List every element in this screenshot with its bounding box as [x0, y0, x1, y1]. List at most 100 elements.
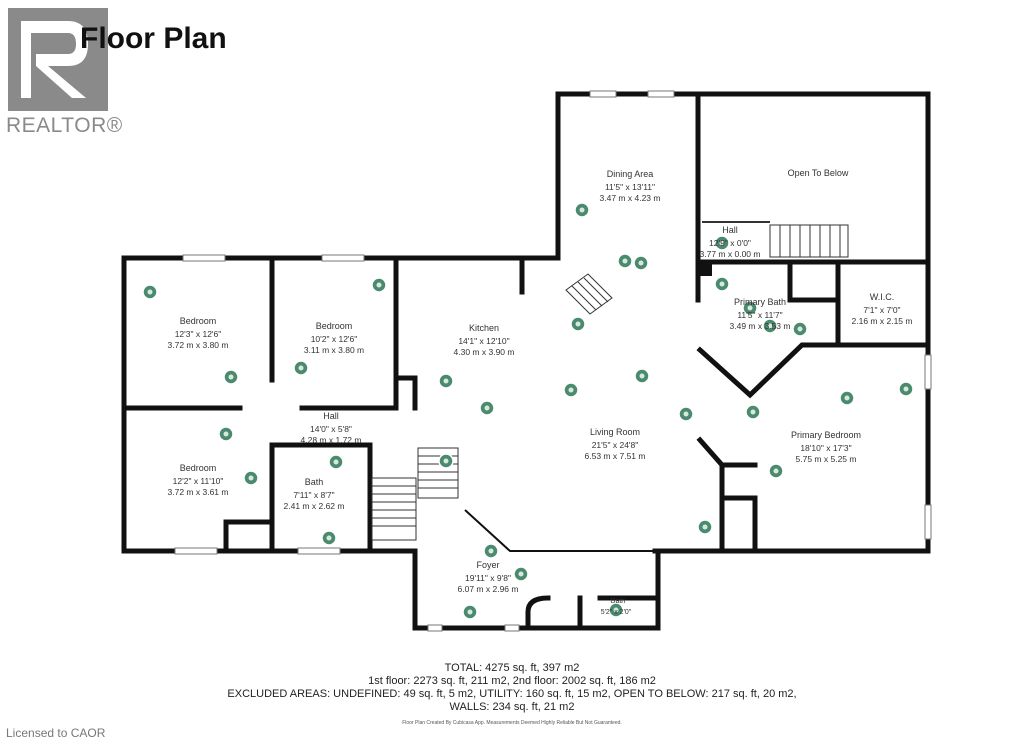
camera-lens-icon	[443, 378, 449, 384]
camera-lens-icon	[797, 326, 803, 332]
camera-lens-icon	[568, 387, 574, 393]
svg-text:Primary Bath: Primary Bath	[734, 297, 786, 307]
room-label-wic: W.I.C. 7'1" x 7'0"2.16 m x 2.15 m	[852, 292, 913, 326]
svg-text:4.28 m x 1.72 m: 4.28 m x 1.72 m	[301, 435, 362, 445]
svg-text:10'2" x 12'6": 10'2" x 12'6"	[311, 334, 358, 344]
svg-text:11'5" x 11'7": 11'5" x 11'7"	[737, 310, 782, 320]
svg-text:18'10" x 17'3": 18'10" x 17'3"	[800, 443, 851, 453]
svg-text:Dining Area: Dining Area	[607, 169, 654, 179]
room-label-bedroom-1: Bedroom 12'3" x 12'6"3.72 m x 3.80 m	[168, 316, 229, 350]
svg-text:14'0" x 5'8": 14'0" x 5'8"	[310, 424, 352, 434]
svg-text:Bedroom: Bedroom	[316, 321, 353, 331]
camera-lens-icon	[467, 609, 473, 615]
camera-lens-icon	[376, 282, 382, 288]
wall-area: WALLS: 234 sq. ft, 21 m2	[449, 701, 575, 713]
room-label-hall: Hall 14'0" x 5'8"4.28 m x 1.72 m	[301, 411, 362, 445]
svg-text:6.53 m x 7.51 m: 6.53 m x 7.51 m	[585, 451, 646, 461]
total-area: TOTAL: 4275 sq. ft, 397 m2	[444, 662, 580, 674]
floor-plan-credit: Floor Plan Created By Cubicasa App. Meas…	[402, 720, 622, 726]
svg-text:Living Room: Living Room	[590, 427, 640, 437]
svg-text:6.07 m x 2.96 m: 6.07 m x 2.96 m	[458, 584, 519, 594]
room-label-open-to-below: Open To Below	[788, 168, 849, 178]
camera-lens-icon	[443, 458, 449, 464]
camera-lens-icon	[613, 607, 619, 613]
camera-lens-icon	[719, 240, 725, 246]
svg-text:21'5" x 24'8": 21'5" x 24'8"	[592, 440, 639, 450]
camera-lens-icon	[575, 321, 581, 327]
svg-text:W.I.C.: W.I.C.	[870, 292, 895, 302]
stairs	[371, 221, 849, 541]
page-title: Floor Plan	[80, 22, 227, 55]
camera-lens-icon	[683, 411, 689, 417]
svg-text:3.77 m x 0.00 m: 3.77 m x 0.00 m	[700, 249, 761, 259]
svg-text:2.41 m x 2.62 m: 2.41 m x 2.62 m	[284, 501, 345, 511]
svg-text:11'5" x 13'11": 11'5" x 13'11"	[605, 182, 655, 192]
camera-lens-icon	[484, 405, 490, 411]
camera-lens-icon	[719, 281, 725, 287]
room-label-living-room: Living Room 21'5" x 24'8"6.53 m x 7.51 m	[585, 427, 646, 461]
room-label-foyer: Foyer 19'11" x 9'8"6.07 m x 2.96 m	[458, 560, 519, 594]
svg-text:3.11 m x 3.80 m: 3.11 m x 3.80 m	[304, 345, 364, 355]
camera-lens-icon	[326, 535, 332, 541]
svg-text:Primary Bedroom: Primary Bedroom	[791, 430, 861, 440]
room-label-kitchen: Kitchen 14'1" x 12'10"4.30 m x 3.90 m	[454, 323, 515, 357]
excluded-areas: EXCLUDED AREAS: UNDEFINED: 49 sq. ft, 5 …	[227, 688, 797, 700]
svg-text:3.72 m x 3.61 m: 3.72 m x 3.61 m	[168, 487, 229, 497]
camera-lens-icon	[767, 323, 773, 329]
camera-lens-icon	[773, 468, 779, 474]
camera-lens-icon	[333, 459, 339, 465]
camera-lens-icon	[747, 305, 753, 311]
svg-text:Bedroom: Bedroom	[180, 463, 217, 473]
svg-text:Bath: Bath	[611, 598, 626, 605]
room-label-primary-bath: Primary Bath 11'5" x 11'7"3.49 m x 3.53 m	[730, 297, 791, 331]
room-label-primary-bedroom: Primary Bedroom 18'10" x 17'3"5.75 m x 5.…	[791, 430, 861, 464]
svg-text:3.47 m x 4.23 m: 3.47 m x 4.23 m	[600, 193, 661, 203]
svg-text:4.30 m x 3.90 m: 4.30 m x 3.90 m	[454, 347, 515, 357]
svg-text:12'2" x 11'10": 12'2" x 11'10"	[173, 476, 224, 486]
room-label-dining: Dining Area 11'5" x 13'11"3.47 m x 4.23 m	[600, 169, 661, 203]
camera-lens-icon	[844, 395, 850, 401]
camera-lens-icon	[248, 475, 254, 481]
room-name: Bedroom	[180, 316, 217, 326]
svg-text:5.75 m x 5.25 m: 5.75 m x 5.25 m	[796, 454, 857, 464]
svg-text:7'11" x 8'7": 7'11" x 8'7"	[293, 490, 334, 500]
windows	[174, 90, 932, 632]
camera-lens-icon	[639, 373, 645, 379]
camera-lens-icon	[147, 289, 153, 295]
svg-text:3.72 m x 3.80 m: 3.72 m x 3.80 m	[168, 340, 229, 350]
svg-text:Kitchen: Kitchen	[469, 323, 499, 333]
svg-text:5'2" x 2'0": 5'2" x 2'0"	[601, 609, 632, 616]
floor-areas: 1st floor: 2273 sq. ft, 211 m2, 2nd floo…	[368, 675, 656, 687]
svg-text:2.16 m x 2.15 m: 2.16 m x 2.15 m	[852, 316, 913, 326]
svg-text:19'11" x 9'8": 19'11" x 9'8"	[465, 573, 511, 583]
camera-markers	[142, 202, 914, 620]
camera-lens-icon	[518, 571, 524, 577]
room-label-bedroom-2: Bedroom 10'2" x 12'6"3.11 m x 3.80 m	[304, 321, 364, 355]
svg-text:14'1" x 12'10": 14'1" x 12'10"	[458, 336, 509, 346]
camera-lens-icon	[579, 207, 585, 213]
room-label-bath: Bath 7'11" x 8'7"2.41 m x 2.62 m	[284, 477, 345, 511]
camera-lens-icon	[903, 386, 909, 392]
room-label-bath-foyer: Bath 5'2" x 2'0"	[601, 598, 632, 616]
svg-text:Bath: Bath	[305, 477, 324, 487]
camera-lens-icon	[298, 365, 304, 371]
svg-text:Open To Below: Open To Below	[788, 168, 849, 178]
camera-lens-icon	[702, 524, 708, 530]
realtor-logo-text: REALTOR®	[6, 114, 123, 137]
licensed-to: Licensed to CAOR	[6, 726, 106, 740]
svg-text:3.49 m x 3.53 m: 3.49 m x 3.53 m	[730, 321, 791, 331]
svg-text:Hall: Hall	[323, 411, 339, 421]
camera-lens-icon	[223, 431, 229, 437]
svg-text:Foyer: Foyer	[476, 560, 499, 570]
svg-text:Hall: Hall	[722, 225, 738, 235]
svg-text:7'1" x 7'0": 7'1" x 7'0"	[863, 305, 900, 315]
chimney-block	[700, 262, 712, 276]
camera-lens-icon	[228, 374, 234, 380]
realtor-logo	[8, 8, 108, 111]
svg-text:12'3" x 12'6": 12'3" x 12'6"	[175, 329, 222, 339]
camera-lens-icon	[488, 548, 494, 554]
camera-lens-icon	[638, 260, 644, 266]
room-label-bedroom-3: Bedroom 12'2" x 11'10"3.72 m x 3.61 m	[168, 463, 229, 497]
